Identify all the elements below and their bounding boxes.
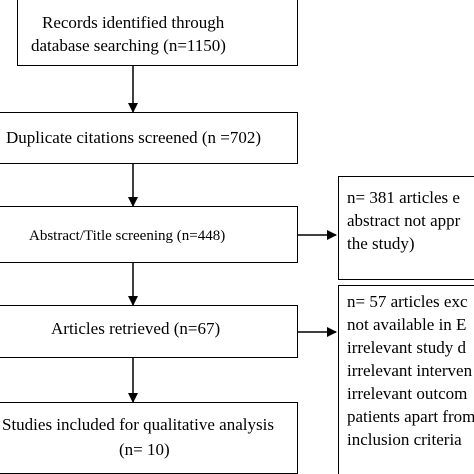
excluded-abstract-line2: abstract not appr <box>347 211 461 230</box>
excluded-abstract-line3: the study) <box>347 234 415 253</box>
excluded-fulltext-line1: n= 57 articles exc <box>347 292 468 311</box>
studies-included-line2: (n= 10) <box>119 440 170 459</box>
excluded-fulltext-line2: not available in E <box>347 315 467 334</box>
excluded-fulltext-line3: irrelevant study d <box>347 338 466 357</box>
box-studies-included: Studies included for qualitative analysi… <box>0 402 298 474</box>
excluded-fulltext-line7: inclusion criteria <box>347 430 462 449</box>
abstract-screening-line1: Abstract/Title screening (n=448) <box>29 228 226 244</box>
excluded-fulltext-line4: irrelevant interven <box>347 361 473 380</box>
box-abstract-screening: Abstract/Title screening (n=448) <box>0 206 298 263</box>
duplicate-citations-line1: Duplicate citations screened (n =702) <box>6 128 262 147</box>
excluded-fulltext-line6: patients apart from <box>347 407 474 426</box>
excluded-abstract-line1: n= 381 articles e <box>347 188 460 207</box>
box-excluded-fulltext: n= 57 articles exc not available in E ir… <box>338 285 474 474</box>
excluded-fulltext-line5: irrelevant outcom <box>347 384 468 403</box>
studies-included-line1: Studies included for qualitative analysi… <box>2 415 274 434</box>
records-identified-line1: Records identified through <box>42 13 225 32</box>
box-duplicate-citations: Duplicate citations screened (n =702) <box>0 112 298 164</box>
records-identified-line2: database searching (n=1150) <box>31 36 226 55</box>
box-articles-retrieved: Articles retrieved (n=67) <box>0 305 298 358</box>
box-records-identified: Records identified through database sear… <box>17 0 298 66</box>
box-excluded-abstract: n= 381 articles e abstract not appr the … <box>338 176 474 280</box>
articles-retrieved-line1: Articles retrieved (n=67) <box>51 319 221 338</box>
